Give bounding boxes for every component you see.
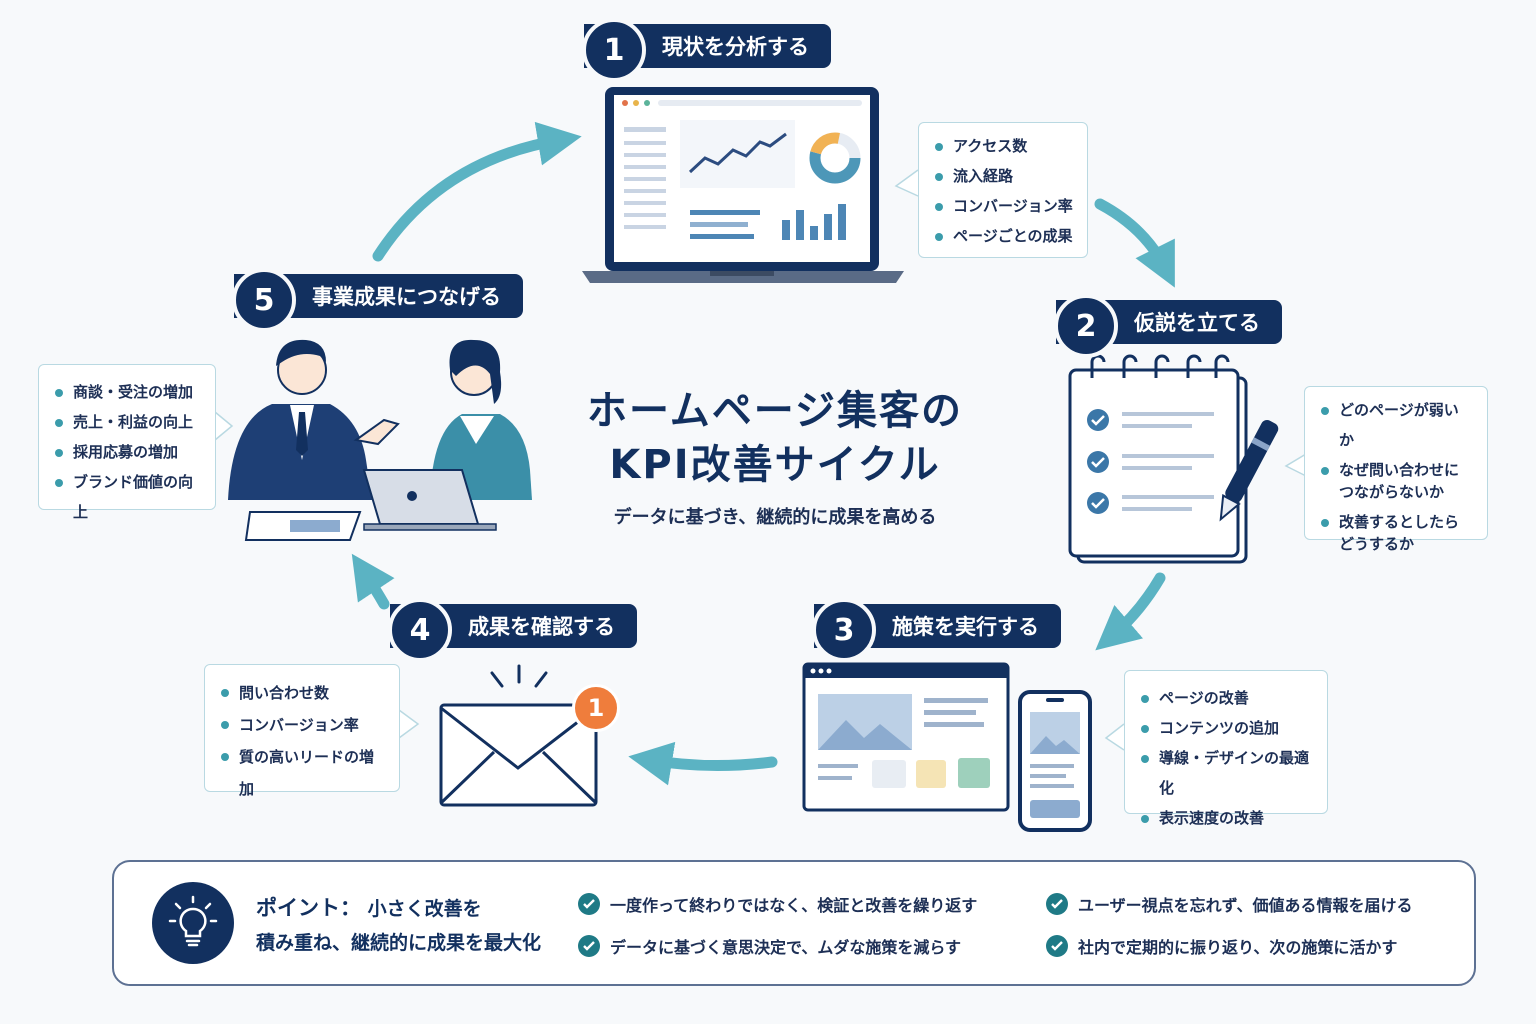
- arrow-3-to-4: [628, 741, 778, 786]
- step-3-number: 3: [812, 598, 876, 662]
- step-2-details: どのページが弱いか なぜ問い合わせに つながらないか 改善するとしたら どうする…: [1304, 386, 1488, 553]
- step-3-text: 施策を実行する: [892, 615, 1039, 639]
- check-icon: [1046, 935, 1068, 957]
- lightbulb-icon: [152, 882, 234, 964]
- point-panel: ポイント： 小さく改善を 積み重ね、継続的に成果を最大化 一度作って終わりではな…: [112, 860, 1476, 986]
- title-line-2: KPI改善サイクル: [609, 442, 941, 488]
- tip-text: ユーザー視点を忘れず、価値ある情報を届ける: [1078, 896, 1413, 915]
- step-3-label: 3 施策を実行する: [812, 598, 1061, 662]
- point-key: ポイント：: [256, 896, 361, 920]
- check-icon: [578, 893, 600, 915]
- step-2-text: 仮説を立てる: [1134, 311, 1260, 335]
- step-5-text: 事業成果につなげる: [312, 285, 501, 309]
- bullet-item: 導線・デザインの最適化: [1141, 743, 1313, 803]
- step-5-label: 5 事業成果につなげる: [232, 268, 523, 332]
- arrow-1-to-2: [1094, 198, 1175, 288]
- tip-text: データに基づく意思決定で、ムダな施策を減らす: [610, 938, 962, 957]
- checklist-notepad-icon: [1068, 354, 1279, 564]
- browser-and-phone-icon: [802, 662, 1092, 832]
- bullet-item: 改善するとしたら どうするか: [1321, 511, 1473, 555]
- step-5-number: 5: [232, 268, 296, 332]
- step-2-label: 2 仮説を立てる: [1054, 294, 1282, 358]
- tip-item: 一度作って終わりではなく、検証と改善を繰り返す: [578, 892, 977, 916]
- bullet-item: 表示速度の改善: [1141, 803, 1313, 833]
- notification-badge: 1: [572, 684, 620, 732]
- bullet-item: 質の高いリードの増加: [221, 741, 385, 805]
- tip-text: 社内で定期的に振り返り、次の施策に活かす: [1078, 938, 1398, 957]
- step-2-number: 2: [1054, 294, 1118, 358]
- bullet-item: 採用応募の増加: [55, 437, 201, 467]
- bullet-item: コンバージョン率: [221, 709, 385, 741]
- bullet-item: 商談・受注の増加: [55, 377, 201, 407]
- bullet-item: なぜ問い合わせに つながらないか: [1321, 459, 1473, 503]
- step-4-label: 4 成果を確認する: [388, 598, 637, 662]
- step-4-text: 成果を確認する: [468, 615, 615, 639]
- title-subtitle: データに基づき、継続的に成果を高める: [613, 507, 937, 528]
- bullet-item: ページの改善: [1141, 683, 1313, 713]
- step-1-details: アクセス数 流入経路 コンバージョン率 ページごとの成果: [918, 122, 1088, 258]
- diagram-title: ホームページ集客の KPI改善サイクル データに基づき、継続的に成果を高める: [560, 385, 990, 529]
- bullet-item: 売上・利益の向上: [55, 407, 201, 437]
- tip-text: 一度作って終わりではなく、検証と改善を繰り返す: [610, 896, 978, 915]
- tip-item: データに基づく意思決定で、ムダな施策を減らす: [578, 934, 961, 958]
- point-head-text: 小さく改善を: [367, 898, 482, 920]
- bullet-item: アクセス数: [935, 131, 1073, 161]
- step-4-number: 4: [388, 598, 452, 662]
- step-4-details: 問い合わせ数 コンバージョン率 質の高いリードの増加: [204, 664, 400, 798]
- bullet-item: 流入経路: [935, 161, 1073, 191]
- point-heading: ポイント： 小さく改善を: [256, 892, 482, 922]
- arrow-2-to-3: [1095, 572, 1166, 651]
- laptop-dashboard-icon: [582, 87, 904, 283]
- step-1-label: 1 現状を分析する: [582, 18, 831, 82]
- bullet-item: コンテンツの追加: [1141, 713, 1313, 743]
- bullet-item: コンバージョン率: [935, 191, 1073, 221]
- step-5-details: 商談・受注の増加 売上・利益の向上 採用応募の増加 ブランド価値の向上: [38, 364, 216, 521]
- bullet-item: ブランド価値の向上: [55, 467, 201, 527]
- tip-item: ユーザー視点を忘れず、価値ある情報を届ける: [1046, 892, 1413, 916]
- point-body: 積み重ね、継続的に成果を最大化: [256, 932, 542, 954]
- bullet-item: 問い合わせ数: [221, 677, 385, 709]
- tip-item: 社内で定期的に振り返り、次の施策に活かす: [1046, 934, 1397, 958]
- arrow-4-to-5: [351, 553, 395, 610]
- step-1-text: 現状を分析する: [662, 35, 809, 59]
- check-icon: [1046, 893, 1068, 915]
- step-1-number: 1: [582, 18, 646, 82]
- business-meeting-icon: [228, 339, 532, 541]
- check-icon: [578, 935, 600, 957]
- step-3-details: ページの改善 コンテンツの追加 導線・デザインの最適化 表示速度の改善: [1124, 670, 1328, 827]
- title-line-1: ホームページ集客の: [587, 388, 963, 434]
- arrow-5-to-1: [372, 121, 582, 262]
- mail-envelope-icon: [439, 664, 598, 807]
- bullet-item: ページごとの成果: [935, 221, 1073, 251]
- bullet-item: どのページが弱いか: [1321, 395, 1473, 455]
